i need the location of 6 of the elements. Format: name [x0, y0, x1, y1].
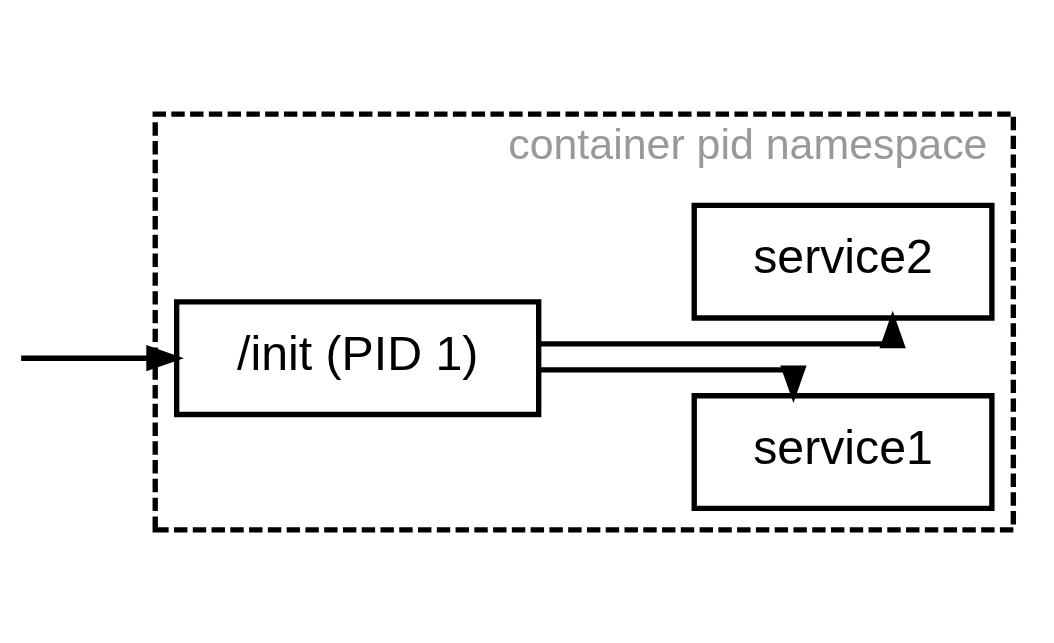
- arrow: [538, 310, 906, 348]
- node-box: service1: [691, 392, 995, 511]
- node-box: service2: [691, 202, 995, 321]
- arrow: [538, 364, 807, 403]
- arrow: [21, 344, 184, 371]
- node-box: /init (PID 1): [174, 298, 542, 417]
